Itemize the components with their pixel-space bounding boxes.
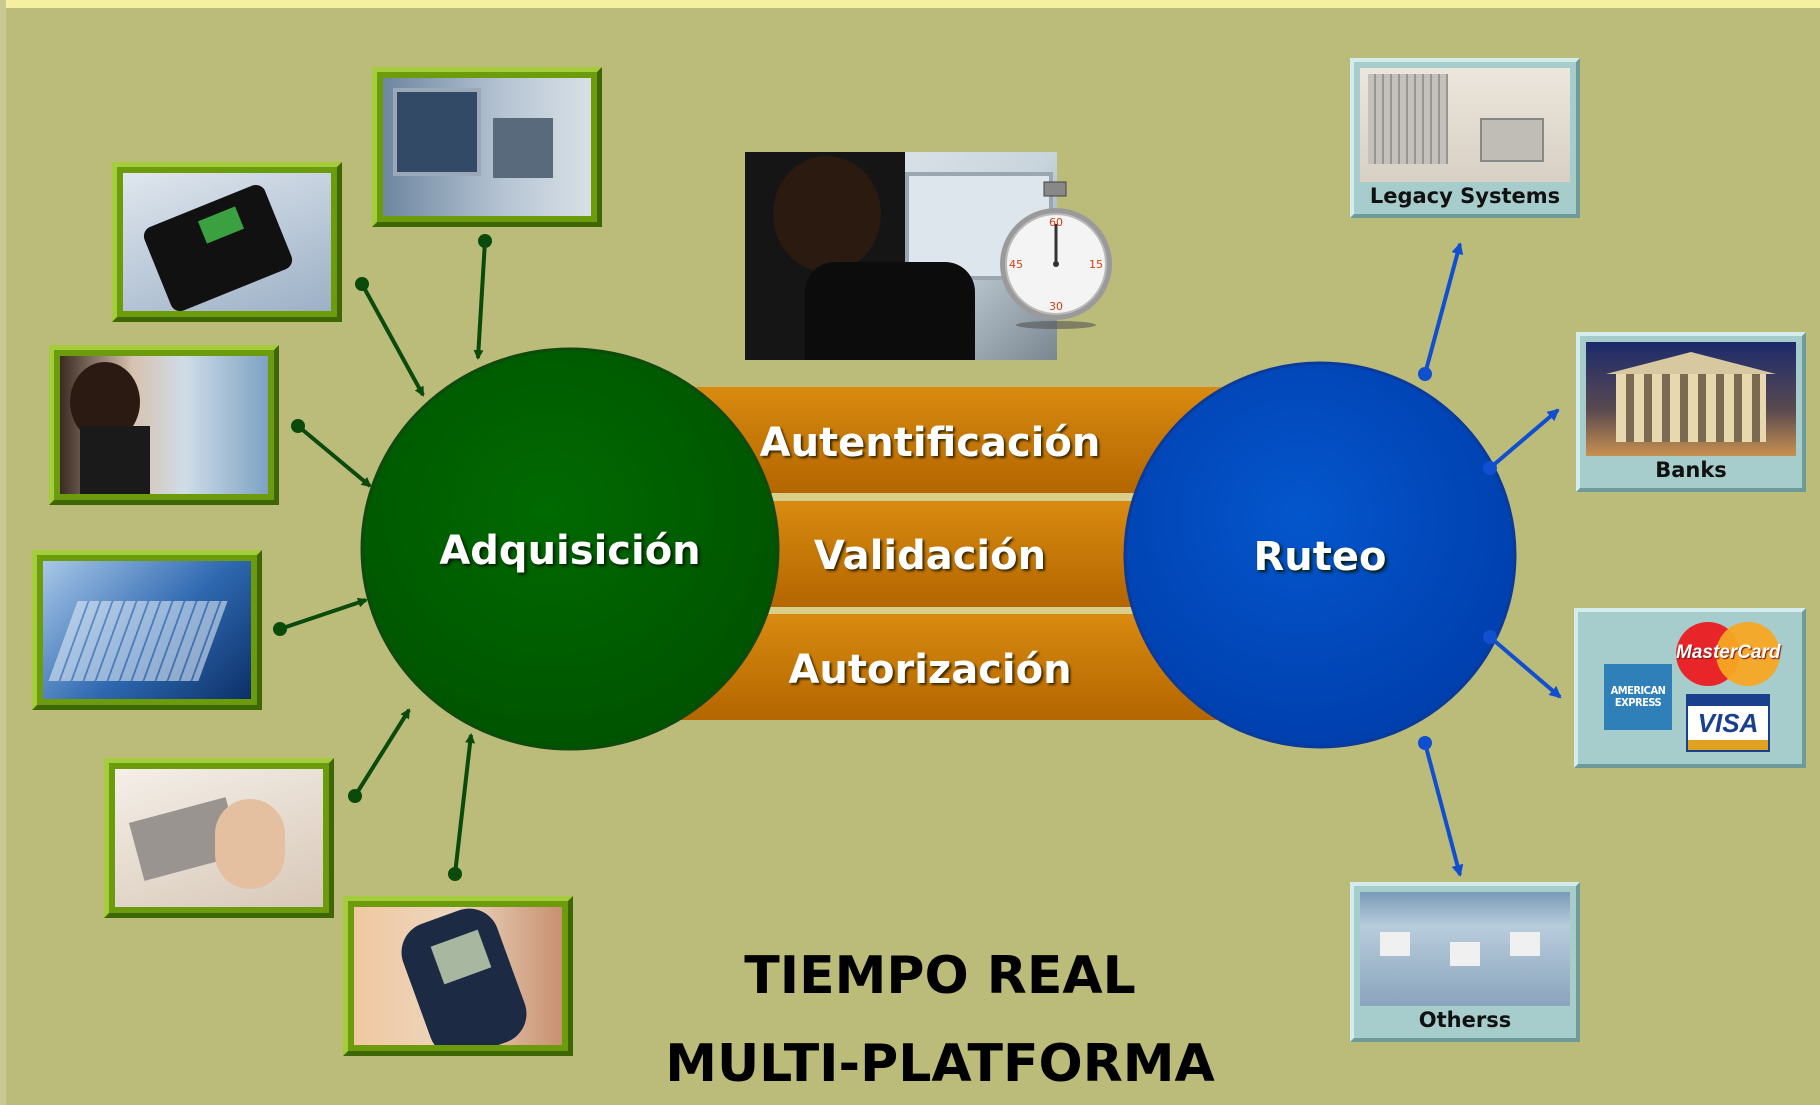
outbound-arrows [1418,242,1562,877]
tile-check-signing [104,758,334,918]
band-label-authentication: Autentificación [759,420,1101,466]
acquisition-label: Adquisición [439,528,701,574]
top-border [0,0,1820,8]
tile-mobile-phone [343,896,573,1056]
stopwatch-icon: 60 15 30 45 [996,180,1116,330]
svg-text:45: 45 [1009,258,1023,271]
svg-text:15: 15 [1089,258,1103,271]
banks-label: Banks [1655,458,1727,482]
visa-logo: VISA [1686,694,1770,752]
operator-photo [745,152,1057,360]
tile-laptop [32,550,262,710]
title-real-time: TIEMPO REAL [744,946,1136,1006]
band-label-authorization: Autorización [788,647,1072,693]
tile-banks: Banks [1576,332,1806,492]
legacy-systems-label: Legacy Systems [1369,184,1561,208]
tile-atm [372,67,602,227]
routing-circle [1123,361,1517,749]
tile-call-center [49,345,279,505]
inbound-arrows [273,234,492,881]
tile-pos-terminal [112,162,342,322]
mastercard-text: MasterCard [1676,642,1781,663]
title-multi-platform: MULTI-PLATFORMA [665,1034,1215,1094]
svg-text:30: 30 [1049,300,1063,313]
others-label: Otherss [1418,1008,1512,1032]
payment-cards-logos: AMERICAN EXPRESS MasterCard VISA [1578,612,1818,765]
left-border [0,0,6,1105]
acquisition-circle [360,347,780,751]
routing-label: Ruteo [1253,534,1387,580]
mastercard-logo: MasterCard [1676,622,1781,686]
tile-legacy-systems: Legacy Systems [1350,58,1580,218]
band-label-validation: Validación [813,533,1047,579]
amex-logo: AMERICAN EXPRESS [1604,664,1672,730]
svg-text:60: 60 [1049,216,1063,229]
visa-text: VISA [1697,708,1759,738]
tile-others: Otherss [1350,882,1580,1042]
